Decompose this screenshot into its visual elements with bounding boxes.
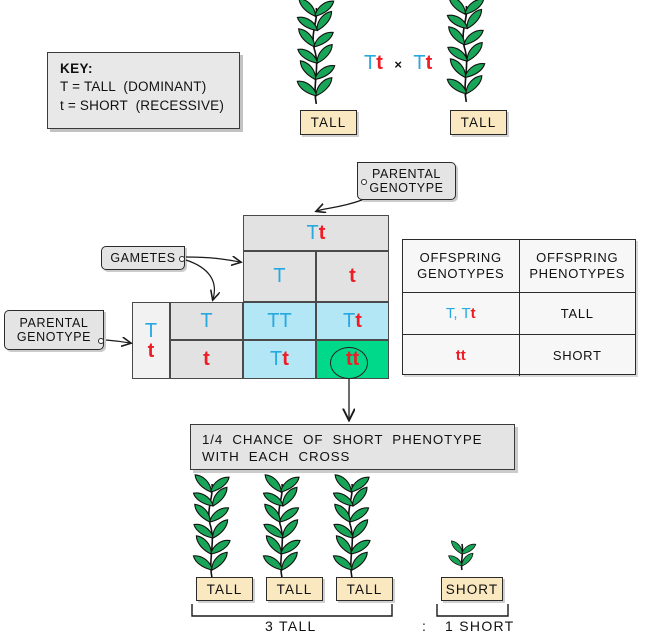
parent-plant-right	[447, 0, 485, 102]
callout-parental-genotype-top: PARENTAL GENOTYPE	[357, 162, 456, 200]
table-row-1-genotype-recessive: tt	[455, 346, 466, 364]
callout-left-line1: PARENTAL	[19, 315, 89, 330]
key-line-recessive: t = SHORT (RECESSIVE)	[60, 98, 225, 113]
punnett-gamete-col-1-label: t	[349, 265, 356, 287]
table-header-phenotypes-line2: PHENOTYPES	[529, 266, 626, 281]
punnett-cell-0-0: TT	[243, 302, 316, 340]
table-row-0-genotype: T, Tt	[403, 293, 520, 334]
table-row-1-phenotype: SHORT	[552, 347, 602, 363]
punnett-gamete-row-1: t	[170, 340, 243, 379]
punnett-gamete-row-0-label: T	[200, 309, 213, 332]
callout-gametes-nub	[179, 256, 185, 262]
table-header-phenotypes: OFFSPRING PHENOTYPES	[520, 240, 636, 292]
result-box-0: TALL	[196, 577, 253, 601]
table-header-row: OFFSPRING GENOTYPES OFFSPRING PHENOTYPES	[403, 240, 635, 292]
table-header-genotypes-line1: OFFSPRING	[419, 250, 502, 265]
punnett-cell-0-0-text: TT	[267, 309, 292, 332]
punnett-gamete-col-0: T	[243, 251, 316, 302]
punnett-gamete-row-0: T	[170, 302, 243, 340]
table-row-0-genotype-recessive: t	[470, 304, 476, 322]
callout-top-line2: GENOTYPE	[369, 181, 444, 195]
table-row-1-genotype: tt	[403, 335, 520, 376]
ratio-left-label: 3 TALL	[265, 618, 317, 634]
offspring-plant-2	[263, 475, 300, 578]
chance-banner-line1: 1/4 CHANCE OF SHORT PHENOTYPE	[202, 432, 483, 447]
offspring-table: OFFSPRING GENOTYPES OFFSPRING PHENOTYPES…	[402, 239, 636, 376]
parent-right-dominant-allele: T	[413, 52, 426, 74]
result-box-3: SHORT	[441, 577, 503, 601]
callout-top-line1: PARENTAL	[372, 166, 441, 181]
key-box: KEY: T = TALL (DOMINANT) t = SHORT (RECE…	[47, 52, 240, 129]
punnett-top-header-recessive: t	[318, 221, 326, 244]
callout-top-nub	[361, 179, 367, 185]
table-row: T, Tt TALL	[403, 292, 635, 334]
table-header-genotypes: OFFSPRING GENOTYPES	[403, 240, 520, 292]
parent-left-phenotype-box: TALL	[300, 110, 357, 135]
parent-left-recessive-allele: t	[376, 52, 383, 74]
punnett-left-header-cell: T t	[132, 302, 170, 379]
offspring-plant-1	[193, 475, 230, 578]
ratio-right-label: 1 SHORT	[445, 618, 515, 634]
table-header-phenotypes-line1: OFFSPRING	[536, 250, 619, 265]
punnett-gamete-col-1: t	[316, 251, 389, 302]
parent-plant-left	[297, 0, 335, 104]
callout-left-line2: GENOTYPE	[16, 330, 92, 344]
punnett-left-header-recessive: t	[147, 339, 155, 362]
callout-left-nub	[98, 338, 104, 344]
ratio-colon: :	[422, 618, 428, 634]
tt-highlight-circle	[330, 347, 368, 379]
table-header-genotypes-line2: GENOTYPES	[417, 266, 505, 281]
punnett-gamete-col-0-label: T	[273, 265, 286, 287]
punnett-cell-1-0-recessive: t	[282, 348, 289, 370]
punnett-cell-0-1-recessive: t	[355, 309, 362, 332]
callout-gametes-label: GAMETES	[110, 250, 176, 265]
table-row-0-phenotype: TALL	[560, 305, 594, 321]
parental-cross-expression: Tt × Tt	[364, 52, 432, 75]
offspring-plant-3	[333, 475, 370, 578]
punnett-cell-0-1-dominant: T	[343, 309, 356, 332]
parent-right-phenotype-box: TALL	[450, 110, 507, 135]
parent-left-dominant-allele: T	[364, 52, 377, 74]
parent-right-recessive-allele: t	[425, 52, 433, 74]
punnett-top-header-dominant: T	[306, 221, 319, 244]
cross-symbol: ×	[394, 57, 402, 72]
table-row: tt SHORT	[403, 334, 635, 376]
callout-parental-genotype-left: PARENTAL GENOTYPE	[4, 310, 104, 350]
chance-banner: 1/4 CHANCE OF SHORT PHENOTYPE WITH EACH …	[190, 424, 515, 470]
callout-gametes: GAMETES	[101, 246, 185, 270]
table-row-0-genotype-dominant: T, T	[445, 304, 471, 322]
result-box-2: TALL	[336, 577, 393, 601]
result-box-1: TALL	[266, 577, 323, 601]
punnett-gamete-row-1-label: t	[203, 348, 210, 370]
punnett-left-header-dominant: T	[144, 319, 158, 342]
key-line-dominant: T = TALL (DOMINANT)	[60, 79, 207, 94]
punnett-cell-1-0-dominant: T	[270, 348, 283, 370]
chance-banner-line2: WITH EACH CROSS	[202, 449, 351, 464]
key-title: KEY:	[60, 61, 93, 76]
offspring-plant-4-short	[449, 541, 476, 570]
